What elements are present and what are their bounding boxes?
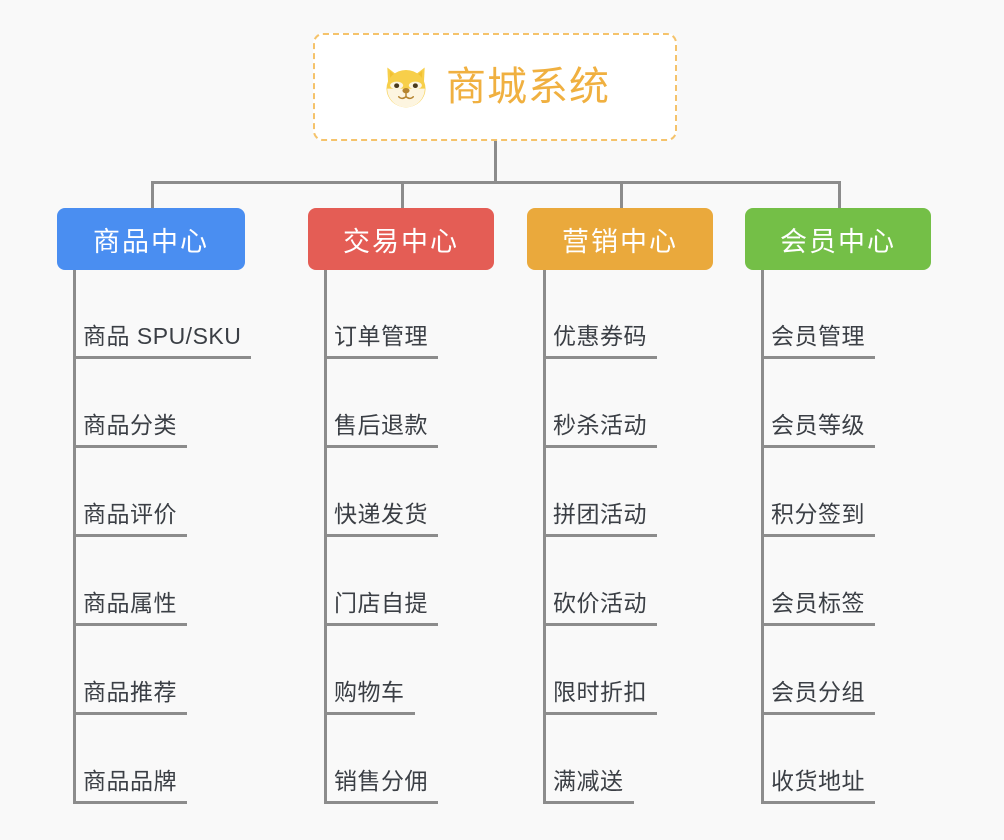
- branch-spine-3: [543, 270, 546, 804]
- connector-drop-1: [151, 181, 154, 210]
- leaf-label: 限时折扣: [543, 679, 657, 715]
- list-item[interactable]: 收货地址: [745, 715, 935, 804]
- branch-spine-4: [761, 270, 764, 804]
- leaf-label: 购物车: [324, 679, 415, 715]
- branch-header-2[interactable]: 交易中心: [308, 208, 494, 270]
- connector-drop-4: [838, 181, 841, 210]
- leaf-label: 会员分组: [761, 679, 875, 715]
- leaf-label: 商品属性: [73, 590, 187, 626]
- list-item[interactable]: 购物车: [308, 626, 498, 715]
- leaf-label: 拼团活动: [543, 501, 657, 537]
- list-item[interactable]: 拼团活动: [527, 448, 717, 537]
- leaf-label: 快递发货: [324, 501, 438, 537]
- leaf-label: 商品品牌: [73, 768, 187, 804]
- root-title: 商城系统: [446, 65, 610, 109]
- branch-items-4: 会员管理 会员等级 积分签到 会员标签 会员分组 收货地址: [745, 270, 935, 804]
- list-item[interactable]: 商品分类: [57, 359, 277, 448]
- branch-column-3: 营销中心 优惠券码 秒杀活动 拼团活动 砍价活动 限时折扣 满减送: [527, 208, 717, 804]
- list-item[interactable]: 门店自提: [308, 537, 498, 626]
- list-item[interactable]: 商品评价: [57, 448, 277, 537]
- leaf-label: 商品分类: [73, 412, 187, 448]
- leaf-label: 销售分佣: [324, 768, 438, 804]
- branch-label-3: 营销中心: [562, 226, 678, 257]
- list-item[interactable]: 会员等级: [745, 359, 935, 448]
- branch-label-4: 会员中心: [780, 226, 896, 257]
- leaf-label: 积分签到: [761, 501, 875, 537]
- leaf-label: 收货地址: [761, 768, 875, 804]
- leaf-label: 优惠券码: [543, 323, 657, 359]
- leaf-label: 售后退款: [324, 412, 438, 448]
- list-item[interactable]: 满减送: [527, 715, 717, 804]
- branch-column-2: 交易中心 订单管理 售后退款 快递发货 门店自提 购物车 销售分佣: [308, 208, 498, 804]
- leaf-label: 商品评价: [73, 501, 187, 537]
- list-item[interactable]: 积分签到: [745, 448, 935, 537]
- list-item[interactable]: 会员标签: [745, 537, 935, 626]
- list-item[interactable]: 会员管理: [745, 270, 935, 359]
- branch-spine-2: [324, 270, 327, 804]
- list-item[interactable]: 限时折扣: [527, 626, 717, 715]
- leaf-label: 砍价活动: [543, 590, 657, 626]
- leaf-label: 秒杀活动: [543, 412, 657, 448]
- list-item[interactable]: 快递发货: [308, 448, 498, 537]
- list-item[interactable]: 售后退款: [308, 359, 498, 448]
- connector-root-stem: [494, 141, 497, 183]
- list-item[interactable]: 砍价活动: [527, 537, 717, 626]
- leaf-label: 订单管理: [324, 323, 438, 359]
- list-item[interactable]: 商品推荐: [57, 626, 277, 715]
- list-item[interactable]: 秒杀活动: [527, 359, 717, 448]
- branch-header-4[interactable]: 会员中心: [745, 208, 931, 270]
- list-item[interactable]: 会员分组: [745, 626, 935, 715]
- branch-header-3[interactable]: 营销中心: [527, 208, 713, 270]
- list-item[interactable]: 商品品牌: [57, 715, 277, 804]
- list-item[interactable]: 商品 SPU/SKU: [57, 270, 277, 359]
- root-node[interactable]: 商城系统: [313, 33, 677, 141]
- leaf-label: 商品 SPU/SKU: [73, 323, 252, 359]
- list-item[interactable]: 优惠券码: [527, 270, 717, 359]
- leaf-label: 会员标签: [761, 590, 875, 626]
- shiba-dog-icon: [386, 67, 426, 108]
- leaf-label: 门店自提: [324, 590, 438, 626]
- connector-drop-3: [620, 181, 623, 210]
- branch-column-1: 商品中心 商品 SPU/SKU 商品分类 商品评价 商品属性 商品推荐 商品品牌: [57, 208, 277, 804]
- branch-items-2: 订单管理 售后退款 快递发货 门店自提 购物车 销售分佣: [308, 270, 498, 804]
- branch-column-4: 会员中心 会员管理 会员等级 积分签到 会员标签 会员分组 收货地址: [745, 208, 935, 804]
- branch-items-1: 商品 SPU/SKU 商品分类 商品评价 商品属性 商品推荐 商品品牌: [57, 270, 277, 804]
- branch-items-3: 优惠券码 秒杀活动 拼团活动 砍价活动 限时折扣 满减送: [527, 270, 717, 804]
- leaf-label: 满减送: [543, 768, 634, 804]
- leaf-label: 商品推荐: [73, 679, 187, 715]
- leaf-label: 会员等级: [761, 412, 875, 448]
- branch-label-2: 交易中心: [343, 226, 459, 257]
- leaf-label: 会员管理: [761, 323, 875, 359]
- list-item[interactable]: 订单管理: [308, 270, 498, 359]
- list-item[interactable]: 销售分佣: [308, 715, 498, 804]
- branch-label-1: 商品中心: [93, 226, 209, 257]
- connector-drop-2: [401, 181, 404, 210]
- list-item[interactable]: 商品属性: [57, 537, 277, 626]
- branch-header-1[interactable]: 商品中心: [57, 208, 245, 270]
- branch-spine-1: [73, 270, 76, 804]
- connector-horizontal-bus: [151, 181, 841, 184]
